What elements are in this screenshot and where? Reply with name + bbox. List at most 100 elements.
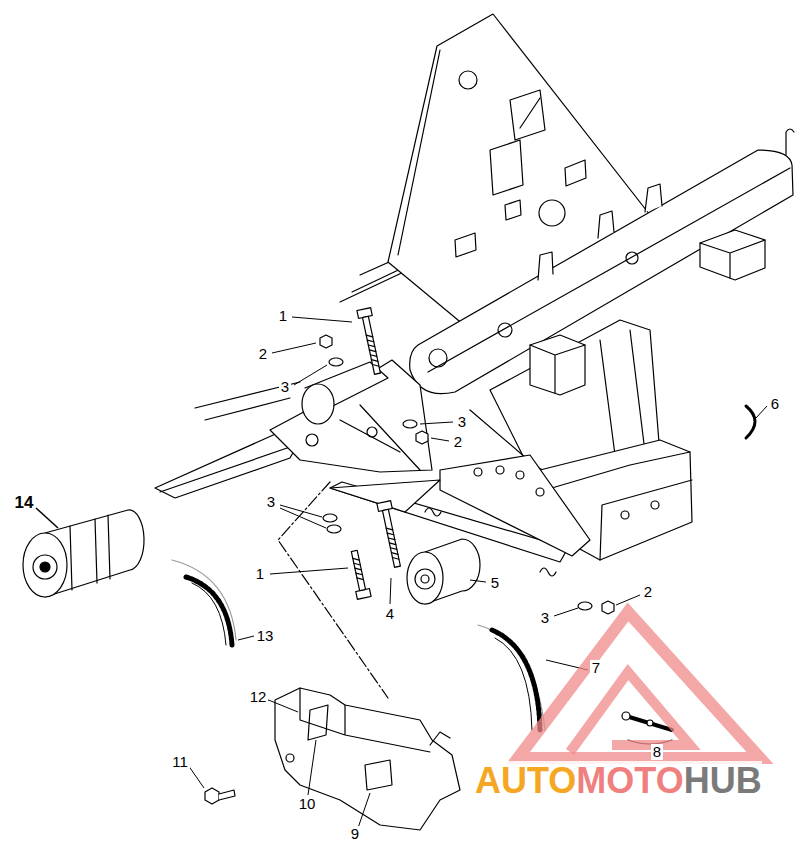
callout-number: 9 (349, 826, 361, 843)
washer (403, 420, 417, 428)
chain (172, 560, 236, 645)
callout-number: 4 (384, 606, 396, 623)
leader-line (272, 343, 316, 353)
bracket-hole (306, 434, 318, 446)
plate-edge (398, 50, 440, 255)
callout-number: 11 (170, 754, 190, 771)
plate-cutout (510, 90, 545, 140)
arm-rail (155, 432, 300, 498)
roller-hub (33, 555, 57, 579)
leader-lines (36, 317, 767, 828)
callout-number: 1 (254, 566, 266, 583)
cross-beam (410, 129, 794, 395)
plate-slot (455, 233, 476, 257)
chain-links (192, 583, 226, 645)
callout-number: 13 (255, 628, 276, 645)
rail-hole (516, 471, 524, 479)
tab (645, 184, 662, 212)
bolt (357, 308, 384, 375)
pin (786, 129, 794, 155)
callout-number: 10 (297, 796, 318, 813)
callout-number: 2 (452, 434, 464, 451)
rail-hole (536, 488, 544, 496)
tube-stub (530, 345, 585, 393)
leader-line (358, 793, 370, 828)
leader-line (266, 699, 298, 712)
chain-guide (172, 560, 236, 640)
plate-outline (275, 688, 460, 830)
guide-line (278, 482, 388, 698)
watermark-text: HUB (684, 761, 762, 801)
suspension-arm (155, 360, 432, 498)
arm-edge (160, 447, 290, 492)
arm-bracket (270, 360, 432, 472)
tab (430, 732, 450, 745)
pin-end (622, 712, 630, 720)
plate-hole (539, 200, 565, 226)
leader-line (420, 422, 453, 424)
foot-hole (651, 501, 659, 509)
leader-line (294, 365, 327, 385)
tube-stub (530, 335, 585, 395)
callout-number: 2 (257, 346, 269, 363)
callout-number: 3 (279, 379, 291, 396)
bolt (347, 549, 371, 599)
plate-slot (565, 160, 586, 186)
callout-number: 5 (489, 575, 501, 592)
roller (23, 510, 144, 597)
callout-number: 8 (651, 744, 663, 761)
roller-bore (421, 575, 429, 583)
foot-hole (621, 511, 629, 519)
callout-number: 12 (248, 689, 269, 706)
clip (746, 406, 755, 438)
plate-hole (459, 71, 477, 89)
beam-hole (498, 323, 512, 337)
bracket-hole (367, 427, 377, 437)
washer (329, 358, 343, 366)
callout-number: 2 (642, 584, 654, 601)
callout-number: 1 (277, 308, 289, 325)
washer (327, 525, 341, 533)
callout-number: 3 (539, 610, 551, 627)
bolt (377, 501, 404, 568)
cover-plate (275, 688, 460, 830)
leader-line (238, 636, 254, 640)
bolt-thread (353, 557, 364, 581)
nut (602, 601, 614, 614)
beam-hole (429, 349, 447, 367)
callout-number: 14 (13, 494, 36, 513)
drawing (23, 14, 794, 830)
bracket-edge (340, 405, 420, 470)
watermark-triangle (518, 612, 760, 758)
tab (598, 211, 614, 238)
leader-line (280, 505, 326, 528)
housing-end (302, 384, 334, 424)
washer (323, 514, 337, 522)
washer (578, 602, 592, 610)
callout-number: 3 (265, 494, 277, 511)
plate-slot (505, 200, 521, 220)
bolt (205, 788, 235, 804)
chain-links (495, 638, 532, 730)
plate-cutout (520, 98, 540, 128)
plate-hole (286, 754, 294, 762)
watermark-logo (518, 612, 760, 758)
leader-line (470, 580, 486, 582)
plate-edge (300, 688, 430, 752)
roller (407, 539, 480, 604)
chain (478, 625, 545, 730)
watermark-text: AUTO (475, 761, 576, 801)
roller-bore (40, 562, 50, 572)
leader-line (431, 438, 449, 441)
chain-links (492, 630, 540, 730)
tube-stub (700, 240, 765, 278)
beam-edge (428, 168, 790, 372)
leader-line (270, 568, 348, 574)
roller-hub (415, 569, 435, 589)
roller-face (407, 552, 443, 604)
watermark-text: MOTO (576, 761, 683, 801)
decal (308, 705, 328, 740)
callout-number: 6 (769, 396, 781, 413)
